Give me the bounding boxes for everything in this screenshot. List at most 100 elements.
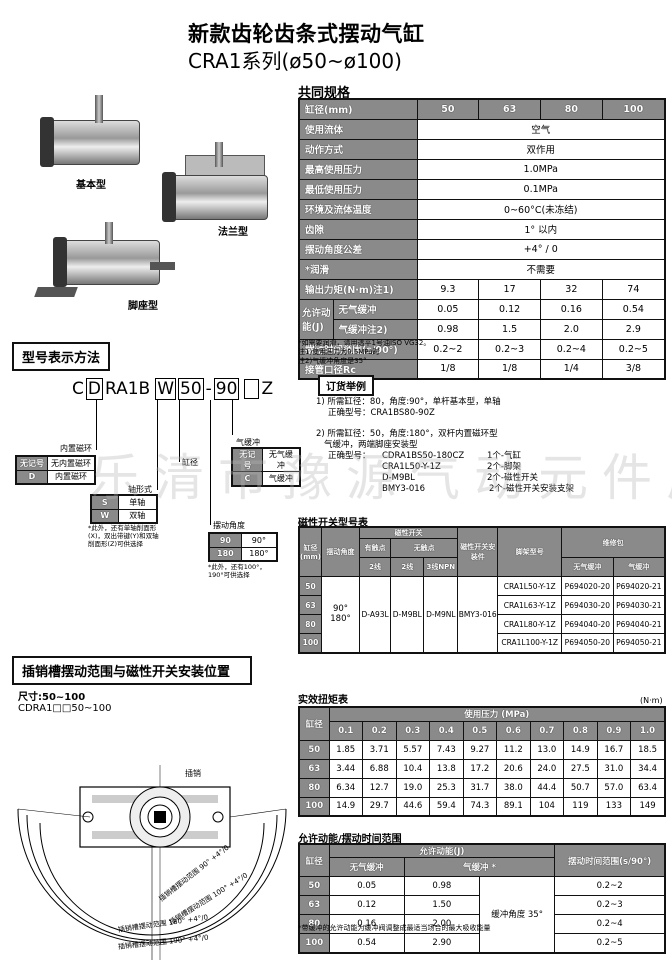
table-cell: 13.8 <box>429 758 464 779</box>
energy-table: 缸径 允许动能(J) 摆动时间范围(s/90°) 无气缓冲 气缓冲 * 50 0… <box>298 843 666 954</box>
table-cell: 9.3 <box>416 278 480 300</box>
table-cell: 90° 180° <box>321 576 360 653</box>
table-cell: CRA1L50-Y-1Z <box>497 576 563 596</box>
table-cell: 0.2~4 <box>554 914 666 934</box>
doc-subtitle: CRA1系列(ø50~ø100) <box>188 49 402 73</box>
table-cell: 0.6 <box>496 720 531 741</box>
table-cell: 无气缓冲 <box>332 298 418 320</box>
table-cell: D-A93L <box>358 576 392 653</box>
table-cell: 13.0 <box>529 739 565 760</box>
table-cell: 1.5 <box>478 318 541 340</box>
bore-label: 缸径 <box>182 458 198 467</box>
table-cell: 63 <box>478 98 541 120</box>
table-cell: 0.2~5 <box>554 933 666 953</box>
table-cell: 5.57 <box>395 739 431 760</box>
table-cell: C <box>231 471 263 486</box>
table-cell: 最低使用压力 <box>298 178 418 200</box>
table-cell: BMY3-016 <box>457 576 499 653</box>
table-row: 2线 2线 3线NPN 无气缓冲 气缓冲 <box>299 557 666 577</box>
pin-section-heading: 插销槽摆动范围与磁性开关安装位置 <box>12 656 252 685</box>
magnet-label: 内置磁环 <box>60 444 92 453</box>
table-cell: 31.0 <box>596 758 632 779</box>
table-cell: 27.5 <box>563 758 598 779</box>
table-cell: 0.2~2 <box>554 876 666 896</box>
table-cell: 24.0 <box>529 758 565 779</box>
table-row: 缸径(mm) 50 63 80 100 <box>298 98 666 120</box>
table-cell: 摆动时间范围(s/90°) <box>298 338 418 360</box>
table-cell: 0.4 <box>429 720 464 741</box>
torque-unit: (N·m) <box>640 696 663 705</box>
table-cell: 50.7 <box>563 777 598 798</box>
table-row: 63 CRA1L63-Y-1Z P694030-20 P694030-21 <box>298 595 666 615</box>
table-cell: 38.0 <box>496 777 531 798</box>
table-cell: 63.4 <box>630 777 666 798</box>
doc-title: 新款齿轮齿条式摆动气缸 <box>188 22 425 46</box>
table-cell: 缸径(mm) <box>298 526 322 577</box>
table-cell: 44.6 <box>395 796 431 817</box>
order-example-heading: 订货举例 <box>318 375 374 396</box>
table-cell: 0.1MPa <box>416 178 666 200</box>
table-cell: 0.54 <box>601 298 666 320</box>
table-cell: 74 <box>601 278 666 300</box>
table-cell: P694020-20 <box>561 576 614 596</box>
table-cell: 双轴 <box>117 508 158 524</box>
table-cell: 57.0 <box>596 777 632 798</box>
table-cell: 0.05 <box>328 876 405 896</box>
model-code-string: C D RA1B W 50 - 90 Z <box>72 378 274 400</box>
table-cell: 100 <box>601 98 666 120</box>
table-cell: 3/8 <box>601 358 666 380</box>
table-cell: 0.2~3 <box>478 338 541 360</box>
table-cell: 动作方式 <box>298 138 418 160</box>
table-cell: 输出力矩(N·m)注1) <box>298 278 418 300</box>
table-cell: 32 <box>539 278 603 300</box>
table-cell: 气缓冲 <box>612 557 666 577</box>
table-row: 50 90° 180° D-A93L D-M9BL D-M9NL BMY3-01… <box>298 576 666 653</box>
table-cell: 空气 <box>416 118 666 140</box>
table-cell: 1/4 <box>539 358 603 380</box>
table-cell: 3线NPN <box>423 557 459 577</box>
table-cell: 2线 <box>358 557 392 577</box>
table-cell: 最高使用压力 <box>298 158 418 180</box>
table-cell: 3.44 <box>328 758 364 779</box>
table-cell: 7.43 <box>429 739 464 760</box>
table-cell: S <box>90 494 119 510</box>
pin-swing-diagram <box>17 765 287 960</box>
table-cell: 摆动角度公差 <box>298 238 418 260</box>
table-cell: D-M9NL <box>423 576 459 653</box>
table-cell: CRA1L100-Y-1Z <box>497 633 563 653</box>
table-cell: 2.90 <box>403 933 480 953</box>
table-cell: 气缓冲 <box>261 471 301 486</box>
table-cell: 维修包 <box>561 526 666 558</box>
table-cell: 允许动能(J) <box>328 843 556 858</box>
table-row: 80 CRA1L80-Y-1Z P694040-20 P694040-21 <box>298 614 666 634</box>
table-cell: 80 <box>298 614 322 634</box>
table-cell: 0.2~5 <box>601 338 666 360</box>
table-cell: 14.9 <box>328 796 364 817</box>
table-cell: 缸径(mm) <box>298 98 418 120</box>
table-cell: 缸径 <box>298 843 330 877</box>
table-cell: 63 <box>298 758 330 779</box>
angle-label: 摆动角度 <box>213 521 245 530</box>
table-cell: 环境及流体温度 <box>298 198 418 220</box>
table-cell: 0.16 <box>539 298 603 320</box>
table-cell: 17.2 <box>462 758 498 779</box>
table-row: 缸径 使用压力 (MPa) <box>298 706 666 741</box>
table-cell: 无记号 <box>15 455 48 471</box>
label-basic: 基本型 <box>76 180 106 191</box>
table-cell: 100 <box>298 796 330 817</box>
table-row: 动作方式双作用 <box>298 138 666 160</box>
table-cell: P694040-21 <box>612 614 666 634</box>
table-cell: W <box>90 508 119 524</box>
